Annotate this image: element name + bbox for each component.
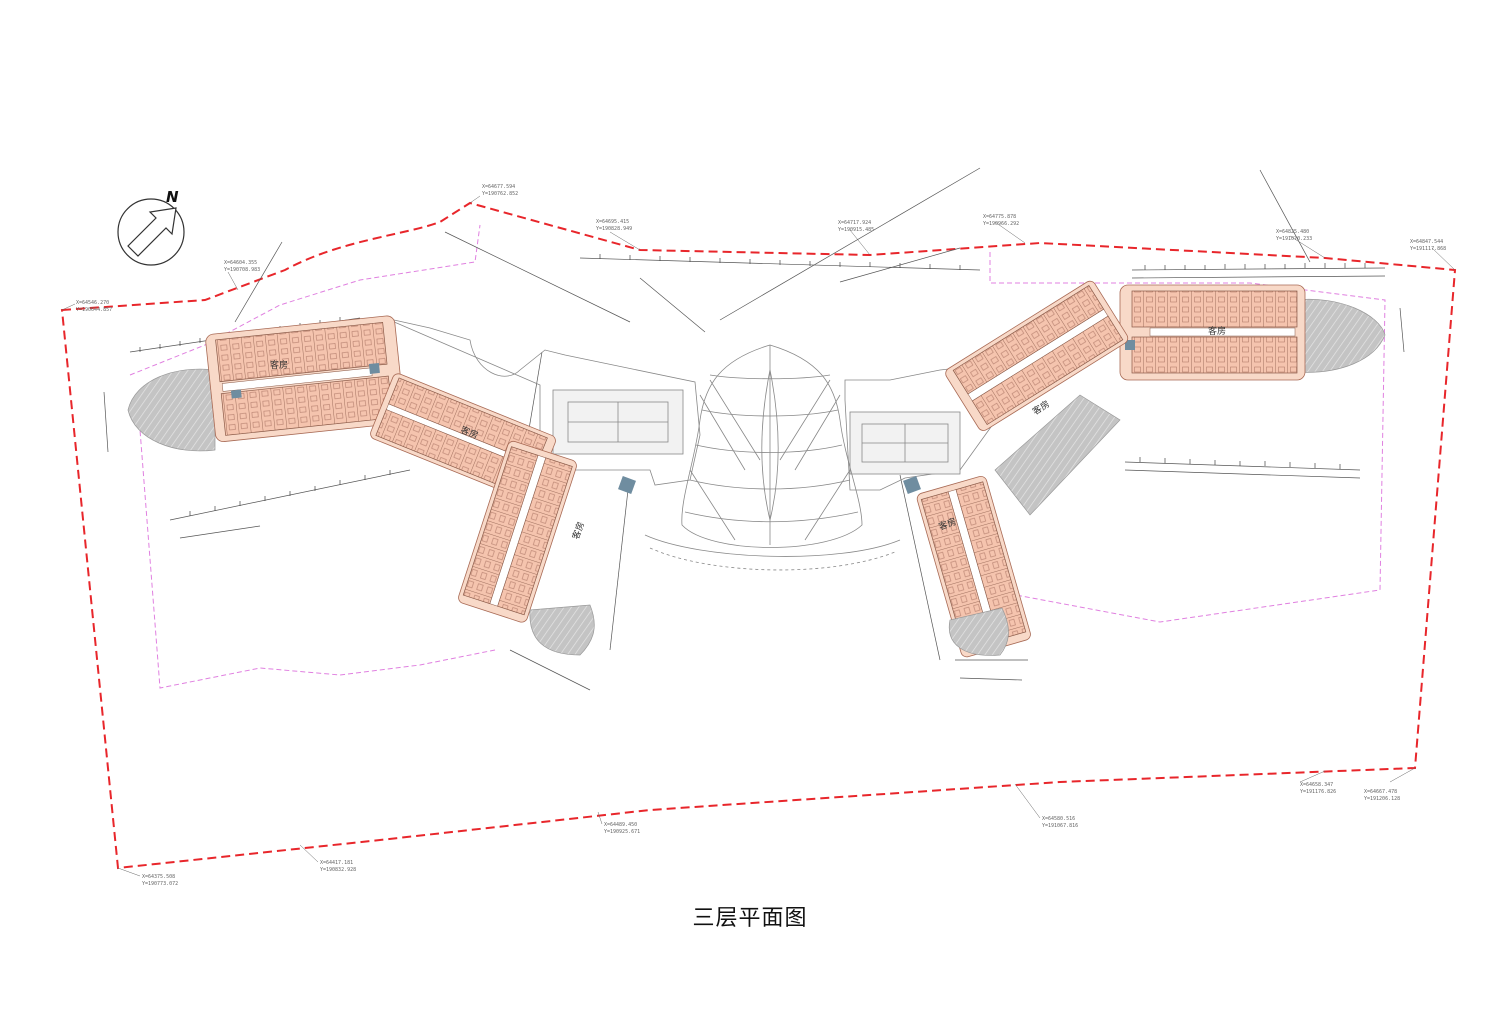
svg-text:X=64667.478: X=64667.478 (1364, 789, 1397, 795)
coord-marker: X=64546.270 Y=190644.857 (61, 300, 112, 313)
roof-leaf-east (1294, 298, 1386, 373)
setback-line (129, 224, 1386, 689)
svg-text:Y=191067.816: Y=191067.816 (1042, 823, 1078, 829)
svg-text:X=64375.508: X=64375.508 (142, 874, 175, 880)
coord-marker: X=64489.450 Y=190925.671 (597, 811, 640, 835)
svg-text:Y=190708.983: Y=190708.983 (224, 267, 260, 273)
svg-text:X=64604.355: X=64604.355 (224, 260, 257, 266)
north-arrow-icon (127, 207, 177, 257)
svg-text:Y=190773.072: Y=190773.072 (142, 881, 178, 887)
central-pavilion (384, 317, 1051, 571)
drawing-title: 三层平面图 (692, 906, 808, 931)
coord-marker: X=64847.544 Y=191117.868 (1410, 239, 1456, 271)
svg-text:X=64717.924: X=64717.924 (838, 220, 871, 226)
roof-fan-west (529, 604, 595, 656)
svg-text:X=64417.181: X=64417.181 (320, 860, 353, 866)
svg-text:Y=190966.292: Y=190966.292 (983, 221, 1019, 227)
coord-marker: X=64677.594 Y=190762.852 (469, 184, 518, 204)
north-arrow: N (117, 188, 185, 266)
svg-text:X=64775.878: X=64775.878 (983, 214, 1016, 220)
svg-text:Y=190644.857: Y=190644.857 (76, 307, 112, 313)
svg-text:X=64677.594: X=64677.594 (482, 184, 515, 190)
svg-text:Y=191070.233: Y=191070.233 (1276, 236, 1312, 242)
coord-marker: X=64775.878 Y=190966.292 (983, 214, 1026, 244)
roof-fan-east (948, 607, 1009, 656)
coord-marker: X=64658.347 Y=191176.826 (1299, 770, 1336, 795)
wing-east (903, 280, 1386, 658)
coord-marker: X=64417.181 Y=190832.928 (299, 844, 356, 873)
wing-west (127, 315, 636, 656)
svg-text:X=64825.480: X=64825.480 (1276, 229, 1309, 235)
svg-text:X=64580.516: X=64580.516 (1042, 816, 1075, 822)
coord-marker: X=64604.355 Y=190708.983 (224, 260, 260, 291)
roof-leaf-west (127, 368, 216, 452)
svg-text:Y=190762.852: Y=190762.852 (482, 191, 518, 197)
svg-text:Y=190832.928: Y=190832.928 (320, 867, 356, 873)
svg-text:X=64695.415: X=64695.415 (596, 219, 629, 225)
room-label-west: 客房 (270, 359, 288, 371)
svg-text:Y=190828.949: Y=190828.949 (596, 226, 632, 232)
room-label-east: 客房 (1208, 325, 1226, 337)
svg-text:X=64658.347: X=64658.347 (1300, 782, 1333, 788)
coord-marker: X=64667.478 Y=191206.128 (1364, 767, 1416, 802)
site-boundary (60, 201, 1457, 870)
north-label: N (166, 188, 179, 206)
coord-marker: X=64695.415 Y=190828.949 (596, 219, 641, 251)
coord-marker: X=64580.516 Y=191067.816 (1014, 783, 1078, 829)
svg-text:X=64847.544: X=64847.544 (1410, 239, 1443, 245)
svg-text:Y=190925.671: Y=190925.671 (604, 829, 640, 835)
coord-marker: X=64375.508 Y=190773.072 (117, 867, 178, 887)
svg-text:Y=191206.128: Y=191206.128 (1364, 796, 1400, 802)
roof-steps-east (994, 394, 1121, 516)
svg-text:Y=190915.485: Y=190915.485 (838, 227, 874, 233)
room-label-west-3: 客房 (570, 520, 587, 541)
svg-text:Y=191117.868: Y=191117.868 (1410, 246, 1446, 252)
svg-text:X=64546.270: X=64546.270 (76, 300, 109, 306)
coord-marker: X=64825.480 Y=191070.233 (1276, 229, 1326, 259)
coord-marker: X=64717.924 Y=190915.485 (838, 220, 874, 256)
svg-text:X=64489.450: X=64489.450 (604, 822, 637, 828)
coordinate-markers: X=64546.270 Y=190644.857 X=64604.355 Y=1… (61, 184, 1456, 887)
svg-text:Y=191176.826: Y=191176.826 (1300, 789, 1336, 795)
